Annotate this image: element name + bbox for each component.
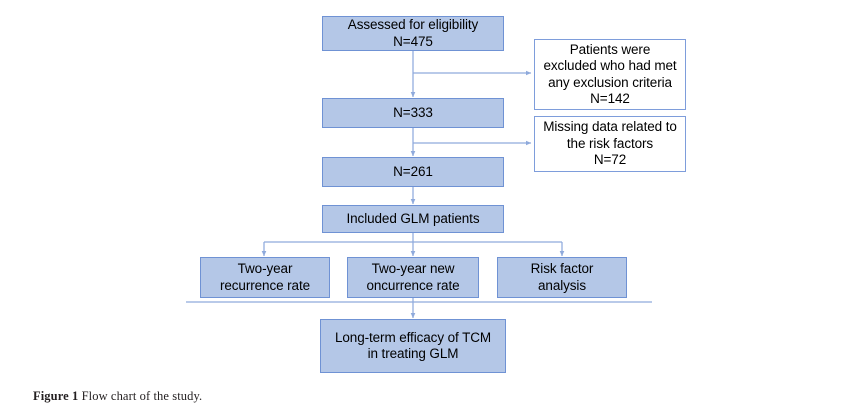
- node-two-year-recurrence-rate: Two-year recurrence rate: [200, 257, 330, 298]
- node-assessed-for-eligibility: Assessed for eligibility N=475: [322, 16, 504, 51]
- node-n333: N=333: [322, 98, 504, 128]
- node-two-year-new-oncurrence-rate: Two-year new oncurrence rate: [347, 257, 479, 298]
- figure-caption-label: Figure 1: [33, 389, 79, 403]
- node-missing-data: Missing data related to the risk factors…: [534, 116, 686, 172]
- node-long-term-efficacy-outcome: Long-term efficacy of TCM in treating GL…: [320, 319, 506, 373]
- figure-caption-text: Flow chart of the study.: [81, 389, 203, 403]
- node-n261: N=261: [322, 157, 504, 187]
- figure-caption: Figure 1 Flow chart of the study.: [33, 389, 202, 404]
- node-included-glm-patients: Included GLM patients: [322, 205, 504, 233]
- node-risk-factor-analysis: Risk factor analysis: [497, 257, 627, 298]
- node-excluded-criteria: Patients were excluded who had met any e…: [534, 39, 686, 110]
